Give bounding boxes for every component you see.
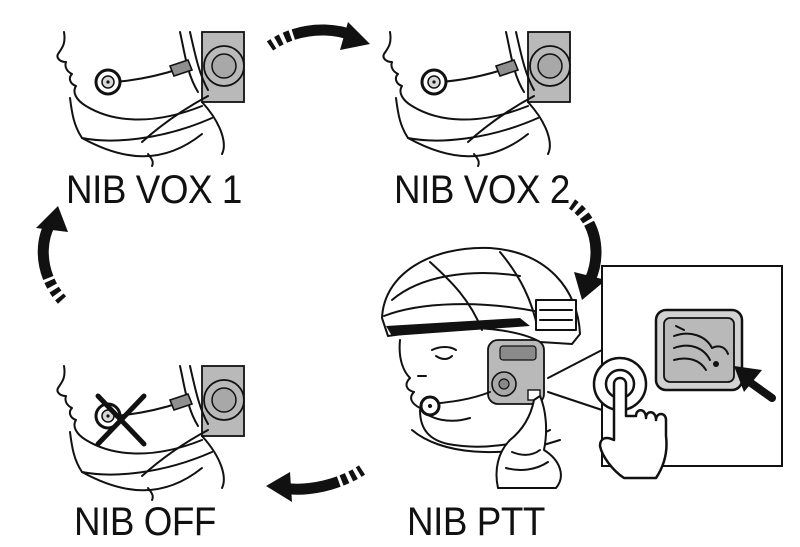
ptt-detail-panel <box>592 265 783 480</box>
off-illustration <box>55 364 246 502</box>
mode-label-vox1: NIB VOX 1 <box>66 168 242 212</box>
mode-label-off: NIB OFF <box>74 500 216 544</box>
curved-arrow-icon <box>266 22 370 51</box>
x-mark-icon <box>95 393 147 447</box>
mode-label-vox2: NIB VOX 2 <box>394 168 570 212</box>
finger-press-icon <box>592 356 668 480</box>
curved-arrow-icon <box>266 465 366 502</box>
curved-arrow-icon <box>36 206 68 304</box>
pointer-arrow-icon <box>734 366 776 402</box>
nib-button-icon <box>654 308 744 392</box>
ptt-illustration <box>381 246 581 489</box>
vox2-illustration <box>381 30 572 168</box>
curved-arrow-icon <box>568 199 606 300</box>
vox1-illustration <box>55 30 246 168</box>
mode-label-ptt: NIB PTT <box>407 500 545 544</box>
